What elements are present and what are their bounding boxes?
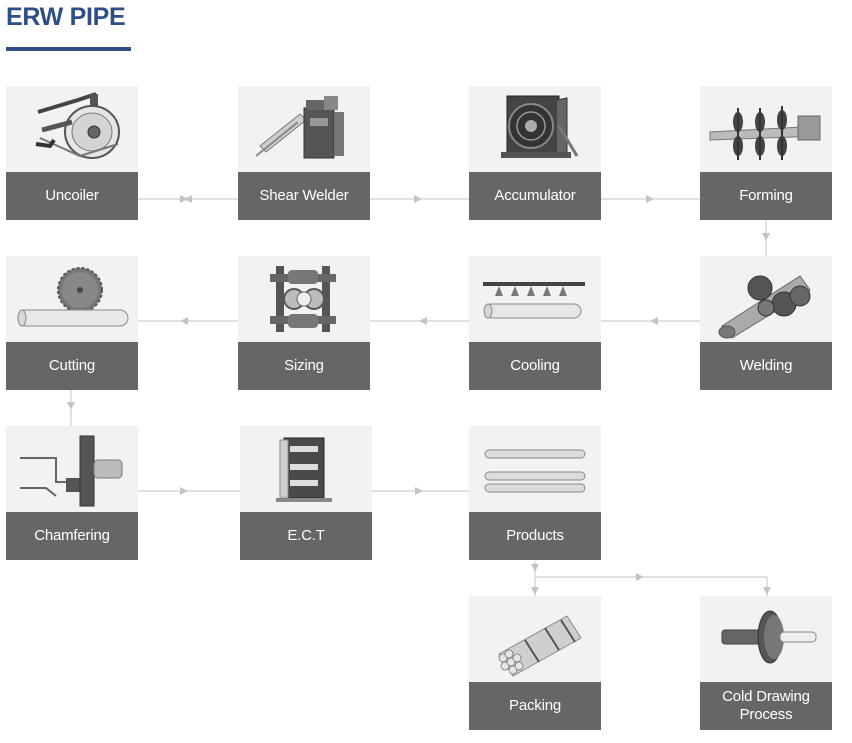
step-packing: Packing: [469, 596, 601, 730]
step-chamfering: Chamfering: [6, 426, 138, 560]
step-label-cooling: Cooling: [469, 342, 601, 390]
step-sizing: Sizing: [238, 256, 370, 390]
uncoiler-icon: [35, 92, 120, 159]
pipe-bundle-icon: [498, 615, 582, 677]
step-label-accumulator: Accumulator: [469, 172, 601, 220]
step-shear-welder: Shear Welder: [238, 86, 370, 220]
step-label-ect: E.C.T: [240, 512, 372, 560]
saw-blade-icon: [17, 267, 129, 327]
cold-drawing-icon: [721, 610, 817, 664]
step-label-packing: Packing: [469, 682, 601, 730]
welding-icon: [718, 275, 811, 339]
step-uncoiler: Uncoiler: [6, 86, 138, 220]
step-welding: Welding: [700, 256, 832, 390]
step-cold-drawing: Cold Drawing Process: [700, 596, 832, 730]
step-products: Products: [469, 426, 601, 560]
page-title: ERW PIPE: [6, 3, 126, 31]
cooling-spray-icon: [483, 282, 585, 319]
accumulator-icon: [501, 95, 579, 158]
title-underline: [6, 47, 131, 51]
shear-welder-icon: [255, 96, 344, 159]
eddy-current-tester-icon: [276, 437, 332, 502]
step-label-shear-welder: Shear Welder: [238, 172, 370, 220]
step-label-welding: Welding: [700, 342, 832, 390]
step-ect: E.C.T: [240, 426, 372, 560]
step-label-chamfering: Chamfering: [6, 512, 138, 560]
step-cooling: Cooling: [469, 256, 601, 390]
sizing-rolls-icon: [270, 266, 336, 332]
forming-rolls-icon: [709, 106, 821, 160]
step-cutting: Cutting: [6, 256, 138, 390]
chamfering-icon: [20, 435, 123, 507]
step-label-products: Products: [469, 512, 601, 560]
step-label-cold-drawing: Cold Drawing Process: [700, 682, 832, 730]
step-label-forming: Forming: [700, 172, 832, 220]
step-accumulator: Accumulator: [469, 86, 601, 220]
pipes-icon: [484, 449, 586, 493]
step-label-sizing: Sizing: [238, 342, 370, 390]
step-label-uncoiler: Uncoiler: [6, 172, 138, 220]
step-forming: Forming: [700, 86, 832, 220]
step-label-cutting: Cutting: [6, 342, 138, 390]
